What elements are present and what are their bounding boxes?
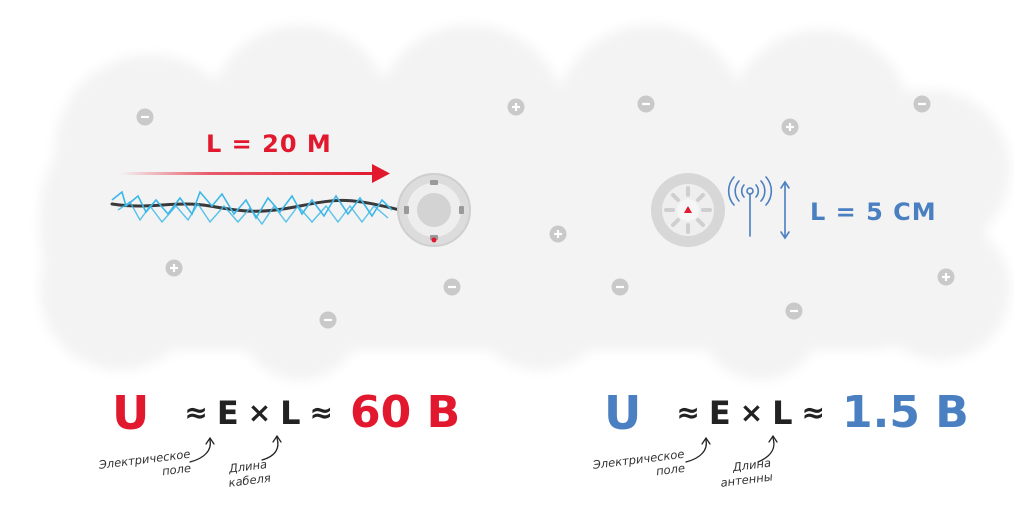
- cloud-background: [40, 25, 1010, 380]
- wireless-signal-icon: [727, 176, 773, 237]
- formula-cable: U ≈ E × L ≈ 60 B: [112, 388, 460, 438]
- length-arrow-blue: [780, 180, 790, 240]
- antenna-length-label: L = 5 CM: [810, 198, 937, 226]
- positive-charge-icon: [165, 259, 183, 277]
- approx-sign: ≈: [184, 396, 208, 429]
- voltage-symbol: U: [604, 386, 642, 440]
- negative-charge-icon: [319, 311, 337, 329]
- cable-length-label: L = 20 M: [206, 130, 332, 158]
- cable-with-sparks: [110, 190, 402, 226]
- charges: [136, 95, 955, 329]
- negative-charge-icon: [611, 278, 629, 296]
- voltage-result: 60 B: [350, 387, 461, 438]
- length-arrow-red: [120, 164, 390, 183]
- smoke-detector-icon: [397, 173, 471, 247]
- approx-sign: ≈: [801, 396, 826, 429]
- length-symbol: L: [772, 394, 793, 432]
- voltage-symbol: U: [112, 386, 150, 440]
- positive-charge-icon: [549, 225, 567, 243]
- smoke-detector-icon: [651, 173, 725, 247]
- field-symbol: E: [216, 394, 239, 432]
- positive-charge-icon: [937, 268, 955, 286]
- voltage-result: 1.5 B: [842, 387, 969, 438]
- negative-charge-icon: [913, 95, 931, 113]
- field-symbol: E: [708, 394, 731, 432]
- negative-charge-icon: [136, 108, 154, 126]
- times-sign: ×: [739, 396, 764, 429]
- approx-sign: ≈: [309, 396, 334, 429]
- positive-charge-icon: [781, 118, 799, 136]
- approx-sign: ≈: [676, 396, 700, 429]
- length-symbol: L: [280, 394, 301, 432]
- formula-antenna: U ≈ E × L ≈ 1.5 B: [604, 388, 969, 438]
- times-sign: ×: [247, 396, 272, 429]
- negative-charge-icon: [443, 278, 461, 296]
- negative-charge-icon: [785, 302, 803, 320]
- positive-charge-icon: [507, 98, 525, 116]
- note-cable-length: Длина кабеля: [227, 457, 272, 491]
- annotation-arrows: [189, 434, 778, 463]
- negative-charge-icon: [637, 95, 655, 113]
